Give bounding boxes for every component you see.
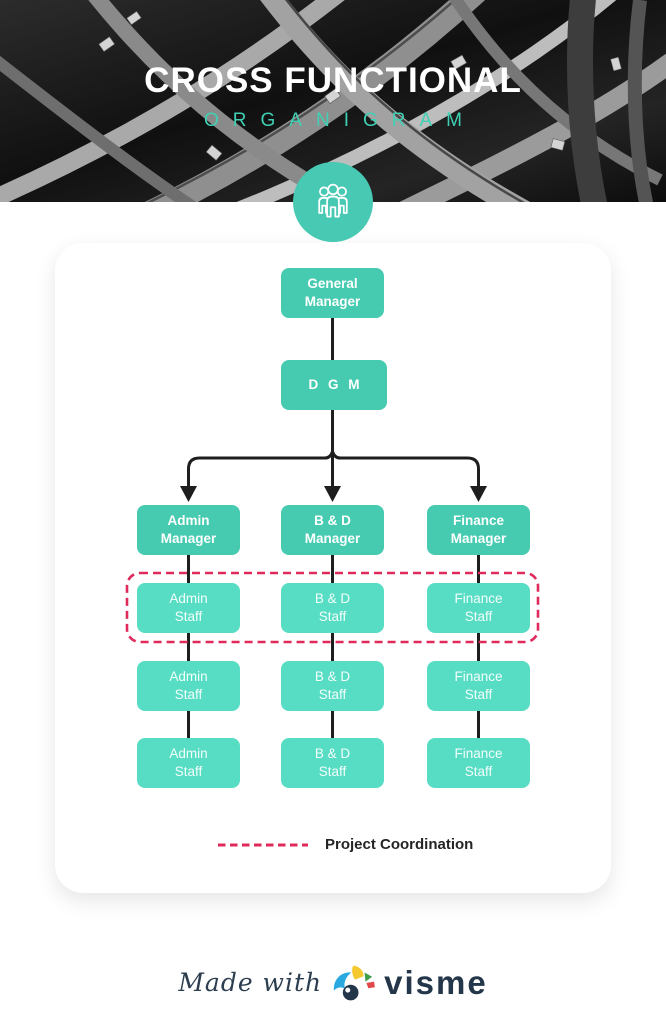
visme-brand-link[interactable]: visme	[332, 963, 488, 1003]
org-node-admin-staff-2: Admin Staff	[137, 661, 240, 711]
org-node-finance-staff-3: Finance Staff	[427, 738, 530, 788]
org-node-finance-manager: Finance Manager	[427, 505, 530, 555]
arrowheads	[180, 486, 487, 502]
people-group-icon	[318, 183, 348, 218]
footer: Made with visme	[0, 941, 666, 1024]
poster-subtitle: ORGANIGRAM	[204, 110, 476, 131]
org-node-dgm: D G M	[281, 360, 387, 410]
legend-label: Project Coordination	[325, 836, 474, 853]
made-with-text: Made with	[178, 968, 323, 997]
org-node-general-manager: General Manager	[281, 268, 384, 318]
org-chart-card: General Manager D G M Admin Manager B & …	[55, 243, 611, 893]
people-badge	[293, 162, 373, 242]
hero-photo: CROSS FUNCTIONAL ORGANIGRAM	[0, 0, 666, 202]
org-node-bd-staff-2: B & D Staff	[281, 661, 384, 711]
org-node-finance-staff-1: Finance Staff	[427, 583, 530, 633]
visme-wordmark: visme	[384, 964, 488, 1001]
org-node-finance-staff-2: Finance Staff	[427, 661, 530, 711]
connector-branch	[187, 446, 480, 488]
poster-title: CROSS FUNCTIONAL	[144, 61, 522, 100]
poster-background: CROSS FUNCTIONAL ORGANIGRAM	[0, 0, 666, 893]
org-node-bd-staff-1: B & D Staff	[281, 583, 384, 633]
steel-beams-photo	[0, 0, 666, 202]
connector-lines	[125, 318, 540, 847]
org-node-bd-manager: B & D Manager	[281, 505, 384, 555]
org-node-admin-manager: Admin Manager	[137, 505, 240, 555]
org-node-admin-staff-3: Admin Staff	[137, 738, 240, 788]
org-node-admin-staff-1: Admin Staff	[137, 583, 240, 633]
visme-bird-icon	[333, 965, 375, 1000]
org-node-bd-staff-3: B & D Staff	[281, 738, 384, 788]
